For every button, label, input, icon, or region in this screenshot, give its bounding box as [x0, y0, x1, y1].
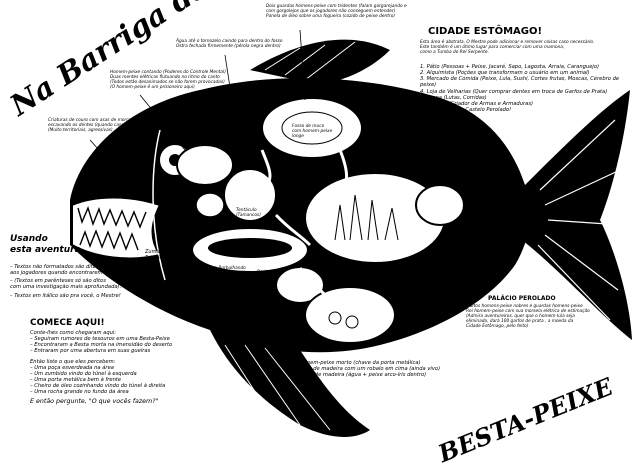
note-fishmen: Homem-peixe contando (Poderes do Control… — [110, 70, 226, 91]
palacio-heading: PALÁCIO PEROLADO — [488, 295, 556, 302]
label-whirlpool: Fosso de muco com homem-peixe longe — [292, 124, 333, 140]
note-guards: Dois guardas homens-peixe com tridentes … — [266, 4, 407, 20]
comece-sub-line: – Uma poça esverdeada na área — [30, 364, 114, 371]
cidade-intro: Esta área é abstrata. O Mestre pode adic… — [420, 40, 595, 56]
comece-line: – Entraram por uma abertura em suas guel… — [30, 348, 151, 355]
comece-sub-line: – Uma porta metálica bem à frente — [30, 376, 122, 383]
usando-line: – Textos não formatados são ditos aos jo… — [10, 264, 137, 277]
room-fishmen — [176, 144, 234, 186]
cidade-item: 6. Ferreiro (Criador de Armas e Armadura… — [420, 100, 534, 107]
room-palace — [415, 184, 465, 226]
label-rocha: Rocha Grande — [257, 270, 273, 281]
usando-line: – (Textos em parênteses só são ditos com… — [10, 278, 122, 291]
room-tentacle — [223, 168, 277, 222]
room-hallway — [195, 192, 225, 218]
fish-map-illustration — [70, 29, 632, 437]
room-dead-things — [275, 266, 325, 304]
cidade-list: 1. Pátio (Pessoas + Peixe, Jacaré, Sapo,… — [420, 64, 636, 113]
palacio-text: Muitos homens-peixe nobres e guardas hom… — [466, 304, 590, 330]
cidade-item: 1. Pátio (Pessoas + Peixe, Jacaré, Sapo,… — [420, 64, 600, 70]
room-bottom — [304, 286, 396, 344]
pelvic-fin — [210, 330, 370, 437]
label-portao: Grande Portão de Prata — [318, 262, 377, 268]
cidade-heading: CIDADE ESTÔMAGO! — [428, 26, 543, 37]
usando-list: – Textos não formatados são ditos aos jo… — [10, 264, 155, 299]
comece-line: – Encontraram a Besta morta na imensidão… — [30, 342, 173, 349]
comece-line: – Seguiram rumores de tesouros em uma Be… — [30, 336, 170, 343]
label-agua: Água Borbulhando (Ácido estomacal) — [206, 266, 246, 277]
note-bottom-room: Homem-peixe morto (chave da porta metáli… — [298, 360, 441, 379]
comece-intro: Conte-lhes como chegaram aqui: — [30, 330, 117, 336]
usando-heading: Usando esta aventura — [10, 234, 81, 255]
cidade-item: 3. Mercado de Comida (Peixe, Lula, Sushi… — [420, 76, 620, 89]
cidade-item: 2. Alquimista (Poções que transformam o … — [420, 70, 590, 77]
label-cheio: Cheio de coisas mortas — [254, 300, 284, 311]
comece-sub-line: – Cheiro de óleo cozinhando vindo do tún… — [30, 383, 166, 389]
room-top-oven — [261, 97, 363, 159]
cidade-item: 5. Arena (Lutas, Corridas) — [420, 94, 487, 101]
note-water: Água até o tornozelo caindo para dentro … — [176, 39, 283, 50]
comece-sub: Então liste o que eles percebem: — [30, 358, 116, 365]
comece-block: Conte-lhes como chegaram aqui: – Seguira… — [30, 330, 220, 406]
label-tentacle: Tentáculo (Tamancos) — [236, 208, 261, 219]
note-creatures: Criaturas de couro com asas de morcego e… — [48, 118, 137, 134]
cidade-item: Na distância, um Castelo Perolado! — [420, 106, 512, 113]
label-zumido: Zumido Estridente — [145, 249, 171, 261]
dorsal-fin — [250, 39, 390, 85]
usando-line: – Textos em itálico são pra você, o Mest… — [10, 292, 121, 299]
comece-heading: COMECE AQUI! — [30, 318, 105, 328]
comece-sub-line: – Uma rocha grande no fundo da área — [30, 389, 129, 396]
comece-ask: E então pergunte, "O que vocês fazem?" — [30, 398, 159, 406]
comece-sub-line: – Um zumbido vindo do túnel à esquerda — [30, 370, 137, 377]
tail-fin — [520, 90, 632, 340]
cidade-item: 4. Loja de Velharias (Quer comprar dente… — [420, 88, 608, 95]
fish-mouth — [71, 196, 162, 260]
